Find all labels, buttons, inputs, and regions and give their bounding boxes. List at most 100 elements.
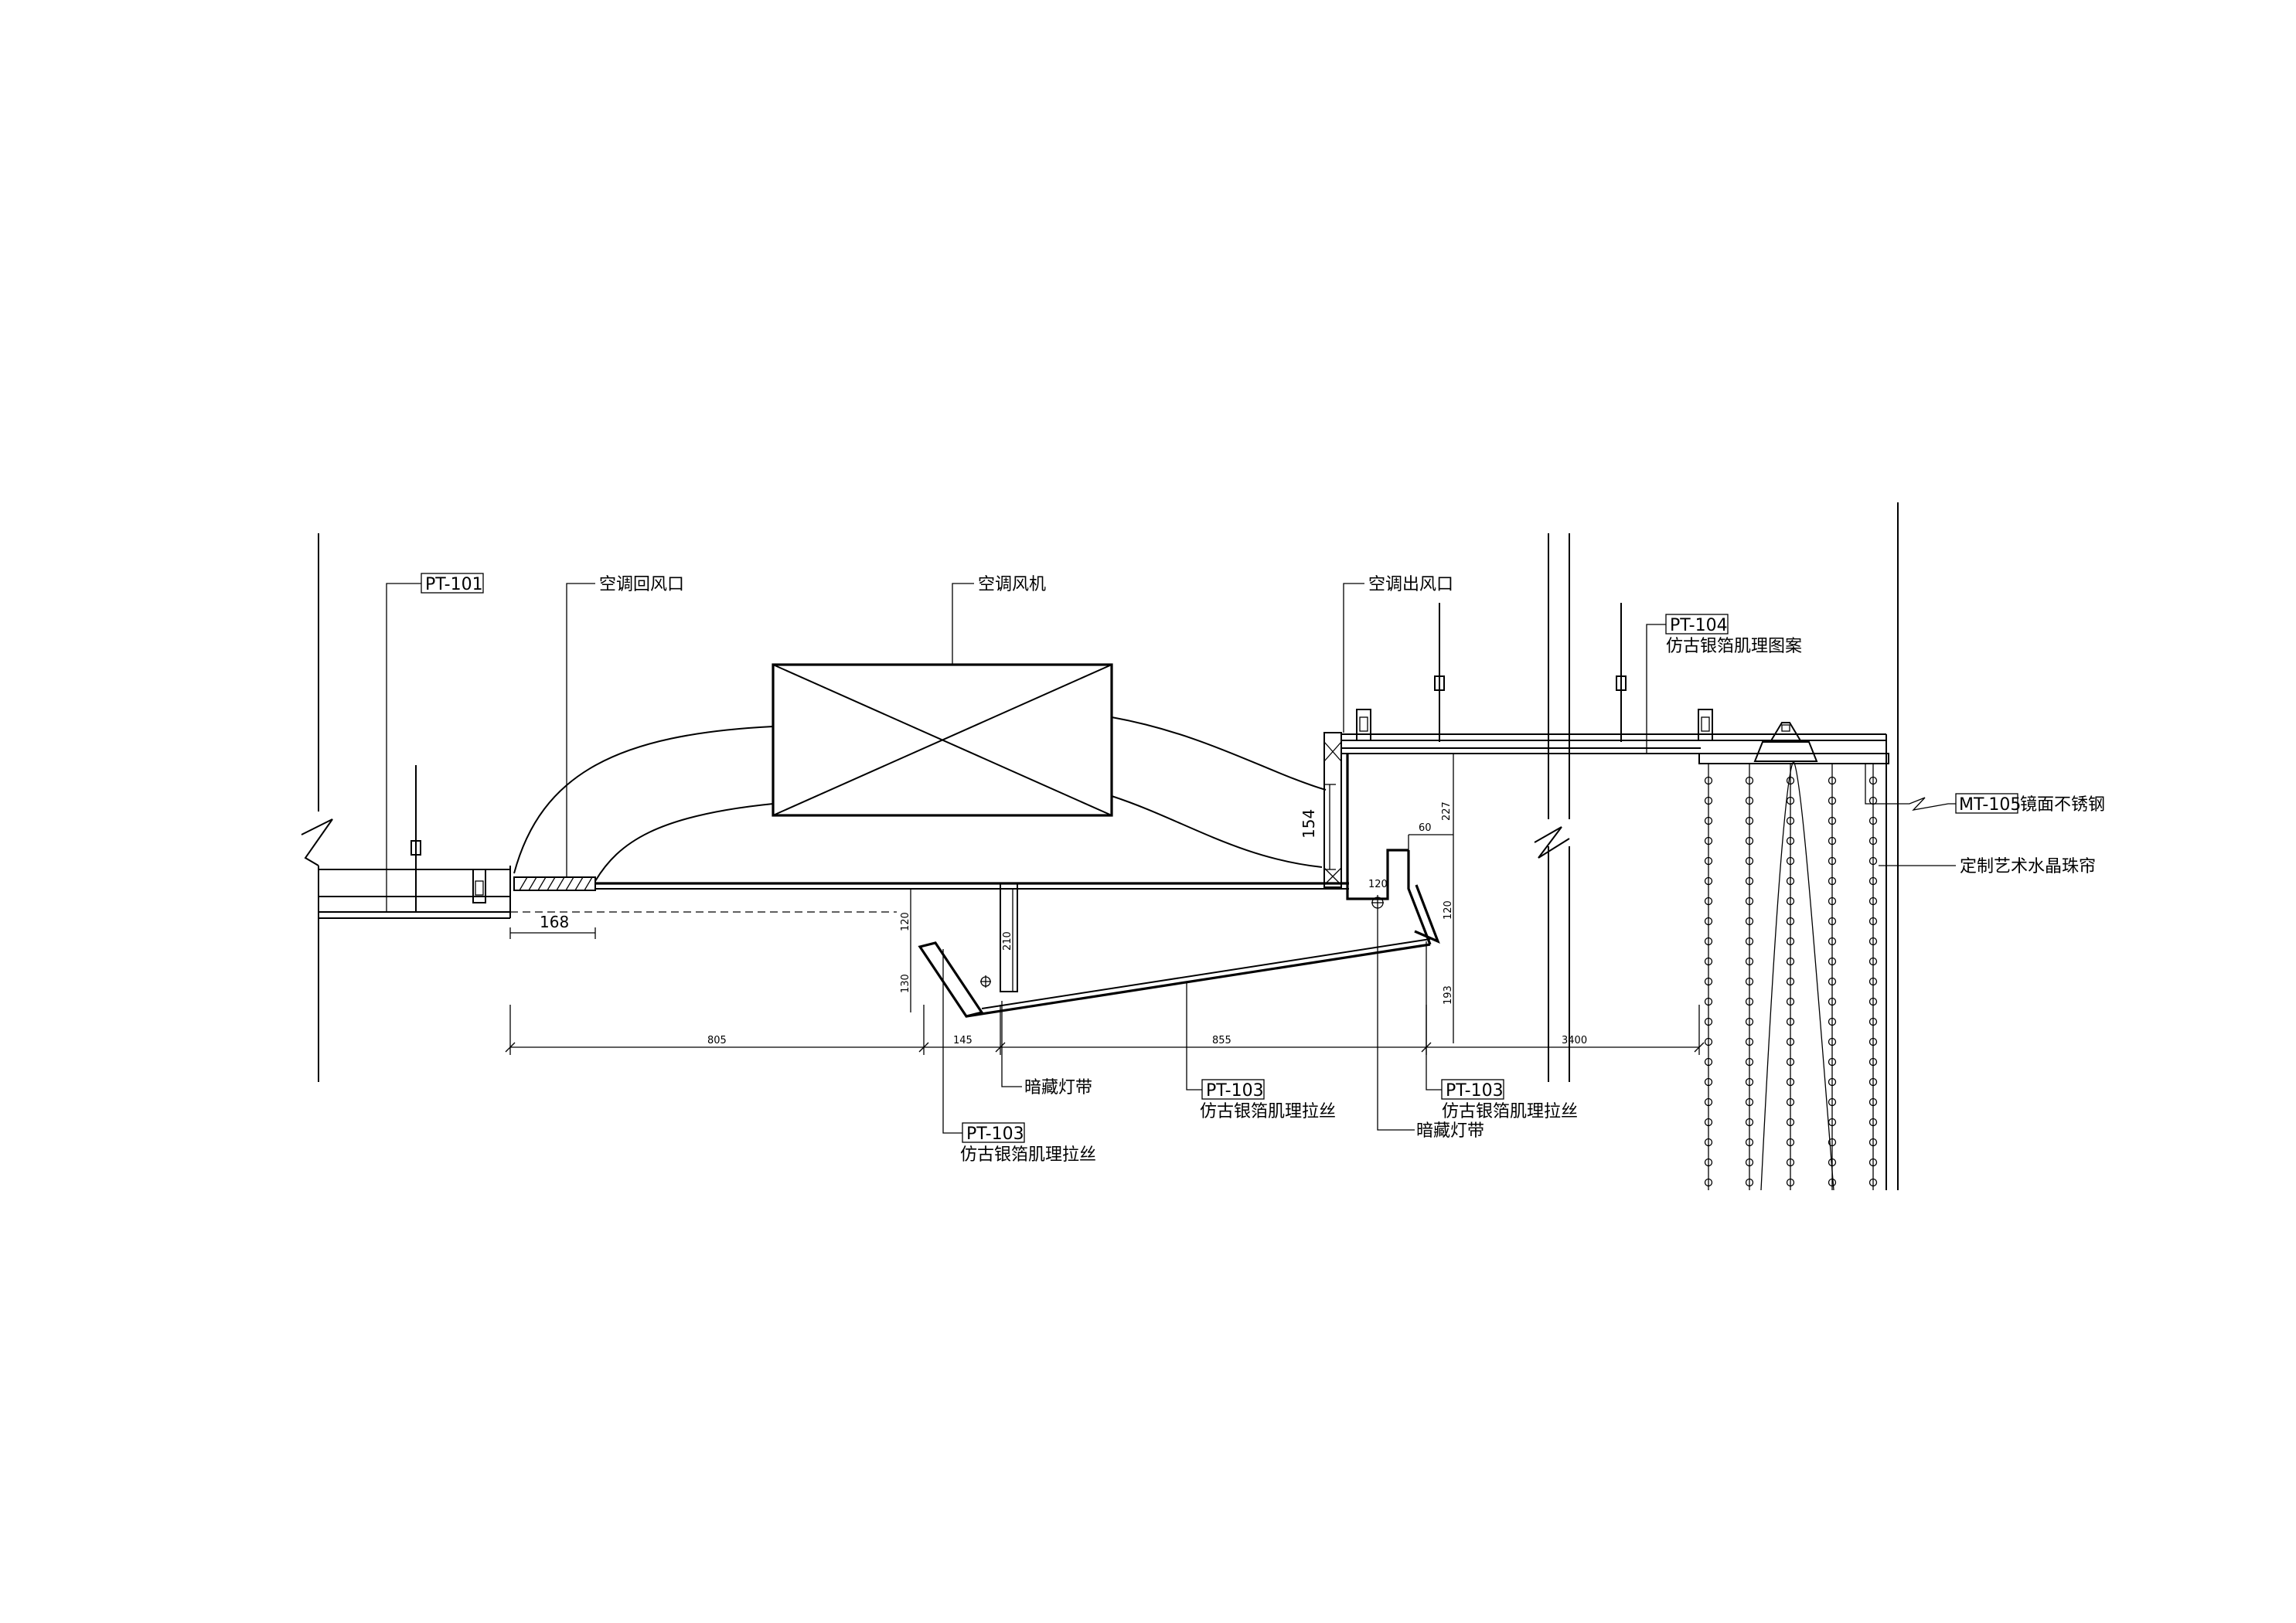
left-wall [301,533,333,1082]
crystal-bead [1828,1017,1837,1026]
crystal-bead [1704,997,1713,1006]
mt105-callout: MT-105 镜面不锈钢 [1865,764,2105,815]
dim-120-left: 120 [900,889,911,949]
right-soffit [1371,850,1440,945]
crystal-bead [1704,856,1713,866]
sloped-ceiling [966,938,1431,1018]
mt105-desc: 镜面不锈钢 [2020,795,2105,815]
crystal-bead [1745,937,1754,946]
crystal-bead [1786,876,1795,886]
ac-fan-unit [772,663,1113,817]
return-air-duct [513,726,774,882]
bead-curtain-arch [1760,760,1834,1191]
crystal-bead [1868,1037,1878,1046]
crystal-bead [1786,1037,1795,1046]
pt101-label: PT-101 [425,575,483,594]
pt103-left-label: PT-103 [966,1125,1024,1144]
pt103-right-desc: 仿古银箔肌理拉丝 [1442,1102,1578,1121]
dim-227: 227 [1441,754,1454,881]
dim-120-horizontal: 120 [1368,879,1388,890]
crystal-bead [1868,937,1878,946]
dim-168: 168 [509,913,596,939]
crystal-bead [1786,917,1795,926]
crystal-bead [1868,997,1878,1006]
crystal-bead [1745,1017,1754,1026]
crystal-bead [1868,1057,1878,1067]
crystal-bead [1868,1138,1878,1147]
crystal-bead [1828,1077,1837,1087]
hidden-light-2-callout: 暗藏灯带 [1377,910,1484,1141]
crystal-bead [1745,997,1754,1006]
dim-210-text: 210 [1002,931,1013,951]
crystal-bead [1786,1017,1795,1026]
return-air-grille [513,876,596,891]
supply-vent-callout: 空调出风口 [1343,575,1453,733]
dim-855-text: 855 [1212,1035,1231,1046]
crystal-bead [1786,957,1795,966]
crystal-bead [1868,897,1878,906]
crystal-bead [1868,1178,1878,1187]
crystal-bead [1745,1077,1754,1087]
crystal-bead [1868,977,1878,986]
crystal-bead [1786,836,1795,846]
crystal-bead [1828,776,1837,785]
pt103-right-label: PT-103 [1446,1081,1504,1101]
pt103-right-callout: PT-103 仿古银箔肌理拉丝 [1426,941,1578,1121]
crystal-bead [1868,1158,1878,1167]
crystal-bead [1868,836,1878,846]
pt101-callout: PT-101 [386,573,484,912]
crystal-bead [1745,1178,1754,1187]
crystal-bead [1745,1138,1754,1147]
supply-vent-box [1323,732,1409,900]
crystal-bead [1868,957,1878,966]
dim-120-right: 120 [1443,881,1454,944]
middle-wall-breakline [1534,533,1570,1082]
crystal-bead [1704,1077,1713,1087]
dim-210: 210 [1002,889,1013,992]
crystal-bead [1745,897,1754,906]
pt103-left-callout: PT-103 仿古银箔肌理拉丝 [942,949,1096,1165]
crystal-bead [1828,917,1837,926]
pt103-center-desc: 仿古银箔肌理拉丝 [1200,1102,1336,1121]
crystal-bead [1745,816,1754,825]
crystal-bead [1828,1097,1837,1107]
dim-193: 193 [1443,944,1454,1043]
crystal-bead [1704,836,1713,846]
crystal-bead [1868,917,1878,926]
main-ceiling-line [595,882,1349,890]
crystal-bead [1868,816,1878,825]
crystal-bead [1745,796,1754,805]
crystal-bead [1786,796,1795,805]
crystal-bead [1786,997,1795,1006]
crystal-bead [1704,1037,1713,1046]
dim-60-text: 60 [1419,822,1432,834]
dim-120-right-text: 120 [1443,900,1454,920]
crystal-bead [1745,977,1754,986]
crystal-bead [1745,1158,1754,1167]
crystal-bead [1868,856,1878,866]
crystal-bead [1745,917,1754,926]
crystal-bead [1786,1077,1795,1087]
crystal-bead [1704,917,1713,926]
crystal-bead [1745,776,1754,785]
return-vent-callout: 空调回风口 [566,575,684,877]
crystal-bead [1868,876,1878,886]
crystal-bead [1828,997,1837,1006]
right-wall [1886,502,1899,1190]
pt104-callout: PT-104 仿古银箔肌理图案 [1646,614,1802,754]
supply-vent-label: 空调出风口 [1368,575,1453,594]
curtain-label: 定制艺术水晶珠帘 [1960,857,2096,876]
ac-fan-callout: 空调风机 [952,575,1046,665]
crystal-bead [1704,977,1713,986]
crystal-bead [1868,776,1878,785]
curtain-callout: 定制艺术水晶珠帘 [1879,857,2096,876]
crystal-bead [1745,876,1754,886]
crystal-bead [1828,836,1837,846]
crystal-bead [1868,1097,1878,1107]
dim-154: 154 [1300,784,1336,870]
crystal-bead [1704,897,1713,906]
curtain-track [1698,722,1889,764]
left-soffit [918,883,1018,1018]
crystal-bead [1786,1057,1795,1067]
dim-145-text: 145 [953,1035,973,1046]
